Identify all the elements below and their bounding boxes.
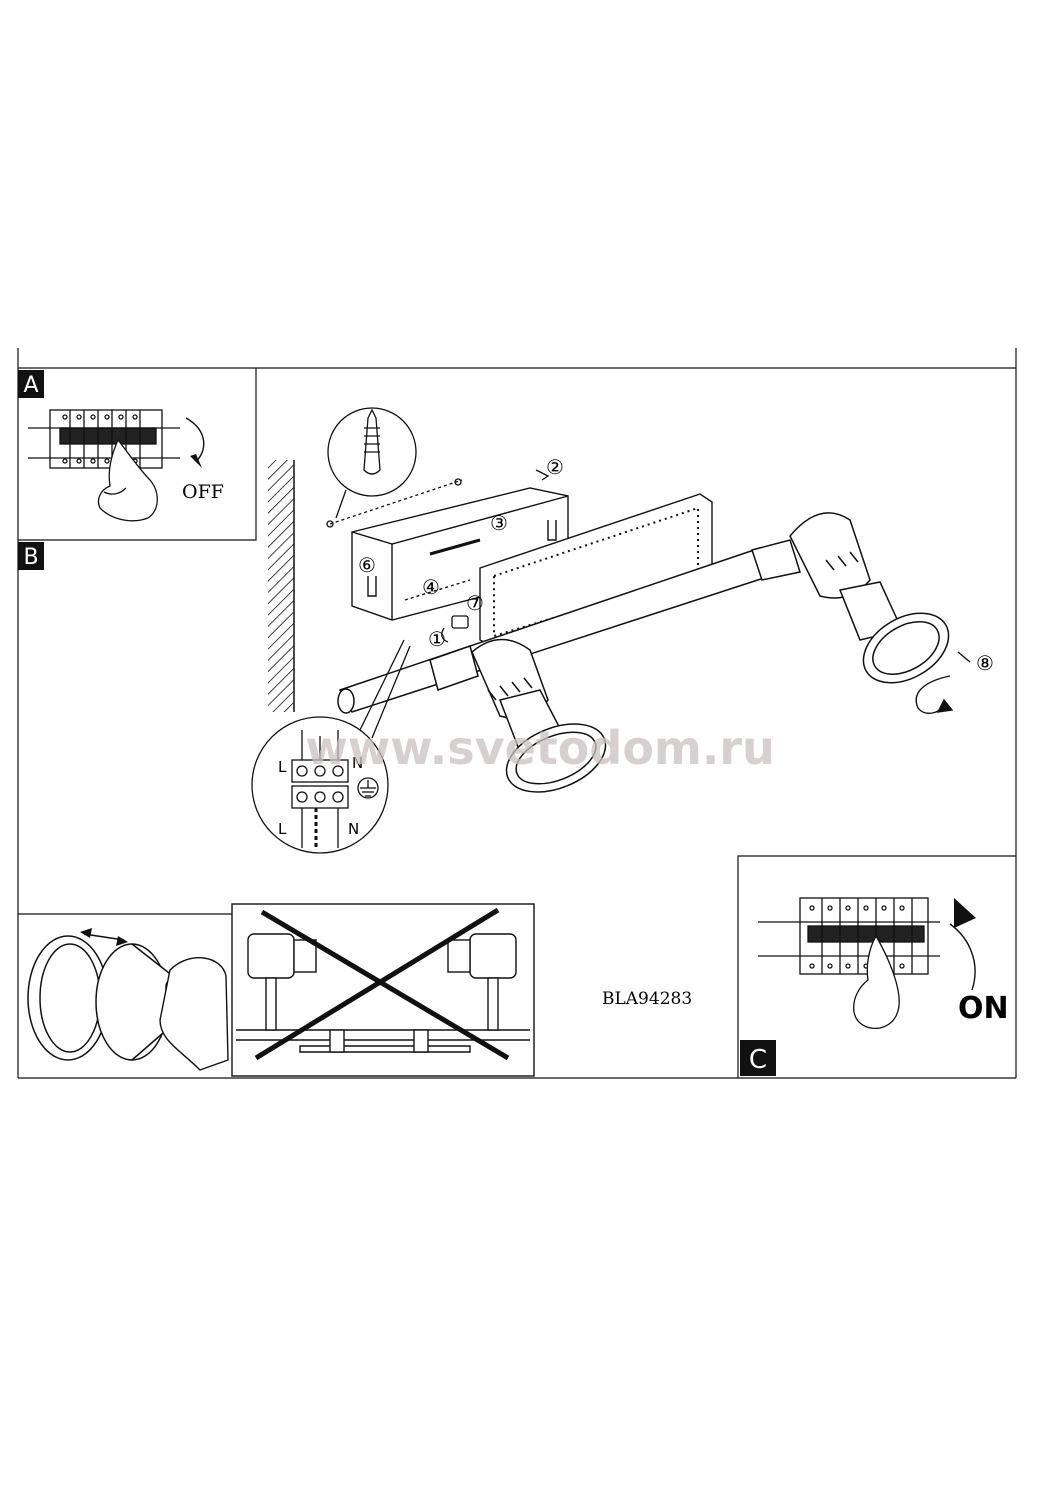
step-6-label: ⑥ xyxy=(358,553,376,577)
rotate-up-arrow-icon xyxy=(949,923,976,991)
panel-b-badge xyxy=(18,542,44,570)
double-arrow-icon xyxy=(83,933,125,941)
cross-out-icon xyxy=(254,907,510,1061)
screw-1-icon xyxy=(441,615,469,643)
step-8-label: ⑧ xyxy=(976,651,994,675)
panel-c-badge xyxy=(740,1040,776,1076)
arrow-head-icon xyxy=(190,454,202,468)
terminal-block xyxy=(291,730,349,848)
screw-2-icon xyxy=(535,469,550,481)
earth-ground-icon xyxy=(357,777,379,799)
hand-icon xyxy=(159,957,229,1071)
wire-top-l-label: L xyxy=(278,758,287,776)
step-4-label: ④ xyxy=(422,575,440,599)
wrong-orientation-panel xyxy=(231,903,535,1077)
panel-a-letter: A xyxy=(23,373,38,398)
wire-bottom-l-label: L xyxy=(278,820,287,838)
step-labels: ① ② ③ ④ ⑤ ⑥ ⑦ ⑧ xyxy=(262,455,994,807)
panel-b-letter: B xyxy=(23,545,38,570)
wire-top-n-label: N xyxy=(352,754,363,772)
wall xyxy=(268,460,295,712)
hand-icon xyxy=(853,934,900,1030)
rotate-down-arrow-icon xyxy=(185,417,205,463)
step-7-label: ⑦ xyxy=(466,591,484,615)
arrow-head-icon xyxy=(954,898,976,928)
panel-a-badge xyxy=(18,370,44,398)
panel-c: C ON xyxy=(737,855,1016,1078)
bulb-replacement-panel xyxy=(18,913,232,1071)
sheet-frame xyxy=(17,348,1017,1079)
wire-bottom-n-label: N xyxy=(348,820,359,838)
breaker-panel-a xyxy=(28,409,180,469)
switch-off-label: OFF xyxy=(182,481,224,503)
panel-c-letter: C xyxy=(749,1045,767,1075)
step-3-label: ③ xyxy=(490,511,508,535)
spotlight-left xyxy=(429,638,607,793)
wiring-labels: L N L N xyxy=(278,754,363,838)
panel-a: A OFF xyxy=(18,368,257,541)
breaker-panel-c xyxy=(758,897,940,975)
watermark: www.svetodom.ru xyxy=(305,721,775,775)
step-2-label: ② xyxy=(546,455,564,479)
model-code: BLA94283 xyxy=(602,989,692,1009)
spotlight-right xyxy=(751,512,950,684)
switch-on-label: ON xyxy=(958,991,1009,1026)
wall-plug-callout xyxy=(326,407,463,528)
panel-b: B xyxy=(18,542,44,570)
wiring-callout xyxy=(251,639,411,854)
hand-icon xyxy=(97,438,158,522)
rotate-arrow-icon xyxy=(915,651,971,715)
step-1-label: ① xyxy=(428,627,446,651)
